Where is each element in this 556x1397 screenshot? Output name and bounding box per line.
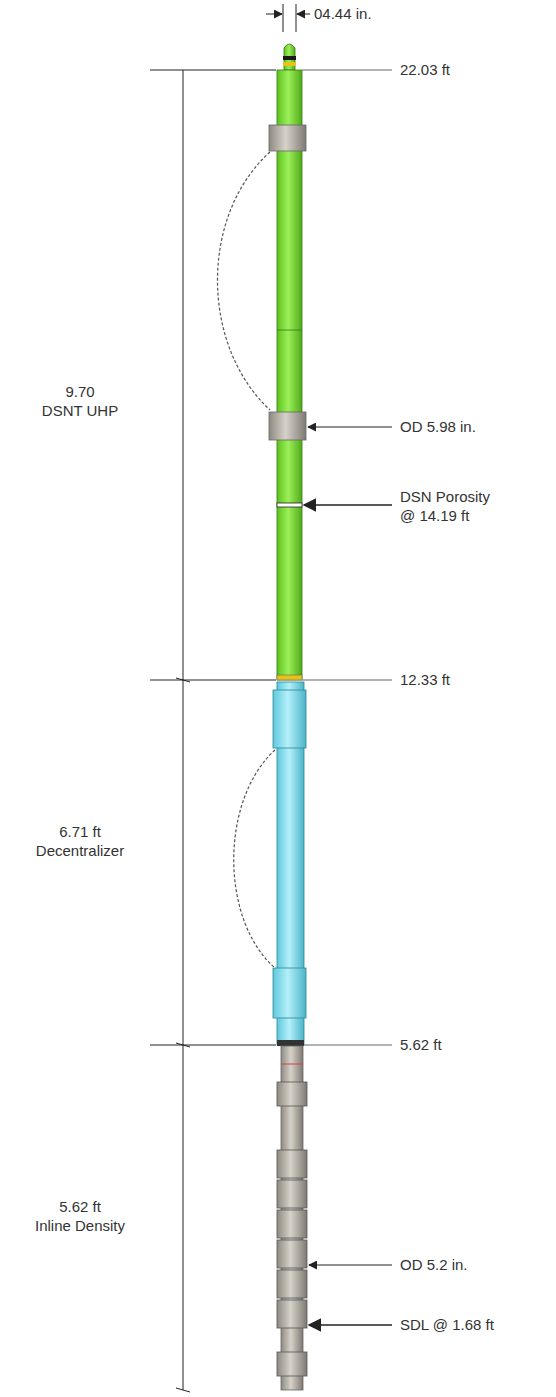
depth-label: 22.03 ft <box>398 61 452 79</box>
dimension-label: 04.44 in. <box>312 5 374 23</box>
length-label: 6.71 ft <box>57 823 103 841</box>
section-name: DSNT UHP <box>40 402 120 420</box>
section-name: Inline Density <box>33 1217 127 1235</box>
depth-label: 5.62 ft <box>398 1036 444 1054</box>
length-label: 5.62 ft <box>57 1198 103 1216</box>
depth-label: 12.33 ft <box>398 671 452 689</box>
od-label: OD 5.98 in. <box>398 418 478 436</box>
od-label: OD 5.2 in. <box>398 1256 470 1274</box>
sensor-label: DSN Porosity <box>398 488 492 506</box>
section-name: Decentralizer <box>34 842 126 860</box>
length-label: 9.70 <box>63 383 96 401</box>
sensor-depth: @ 14.19 ft <box>398 507 471 525</box>
sensor-label: SDL @ 1.68 ft <box>398 1316 496 1334</box>
